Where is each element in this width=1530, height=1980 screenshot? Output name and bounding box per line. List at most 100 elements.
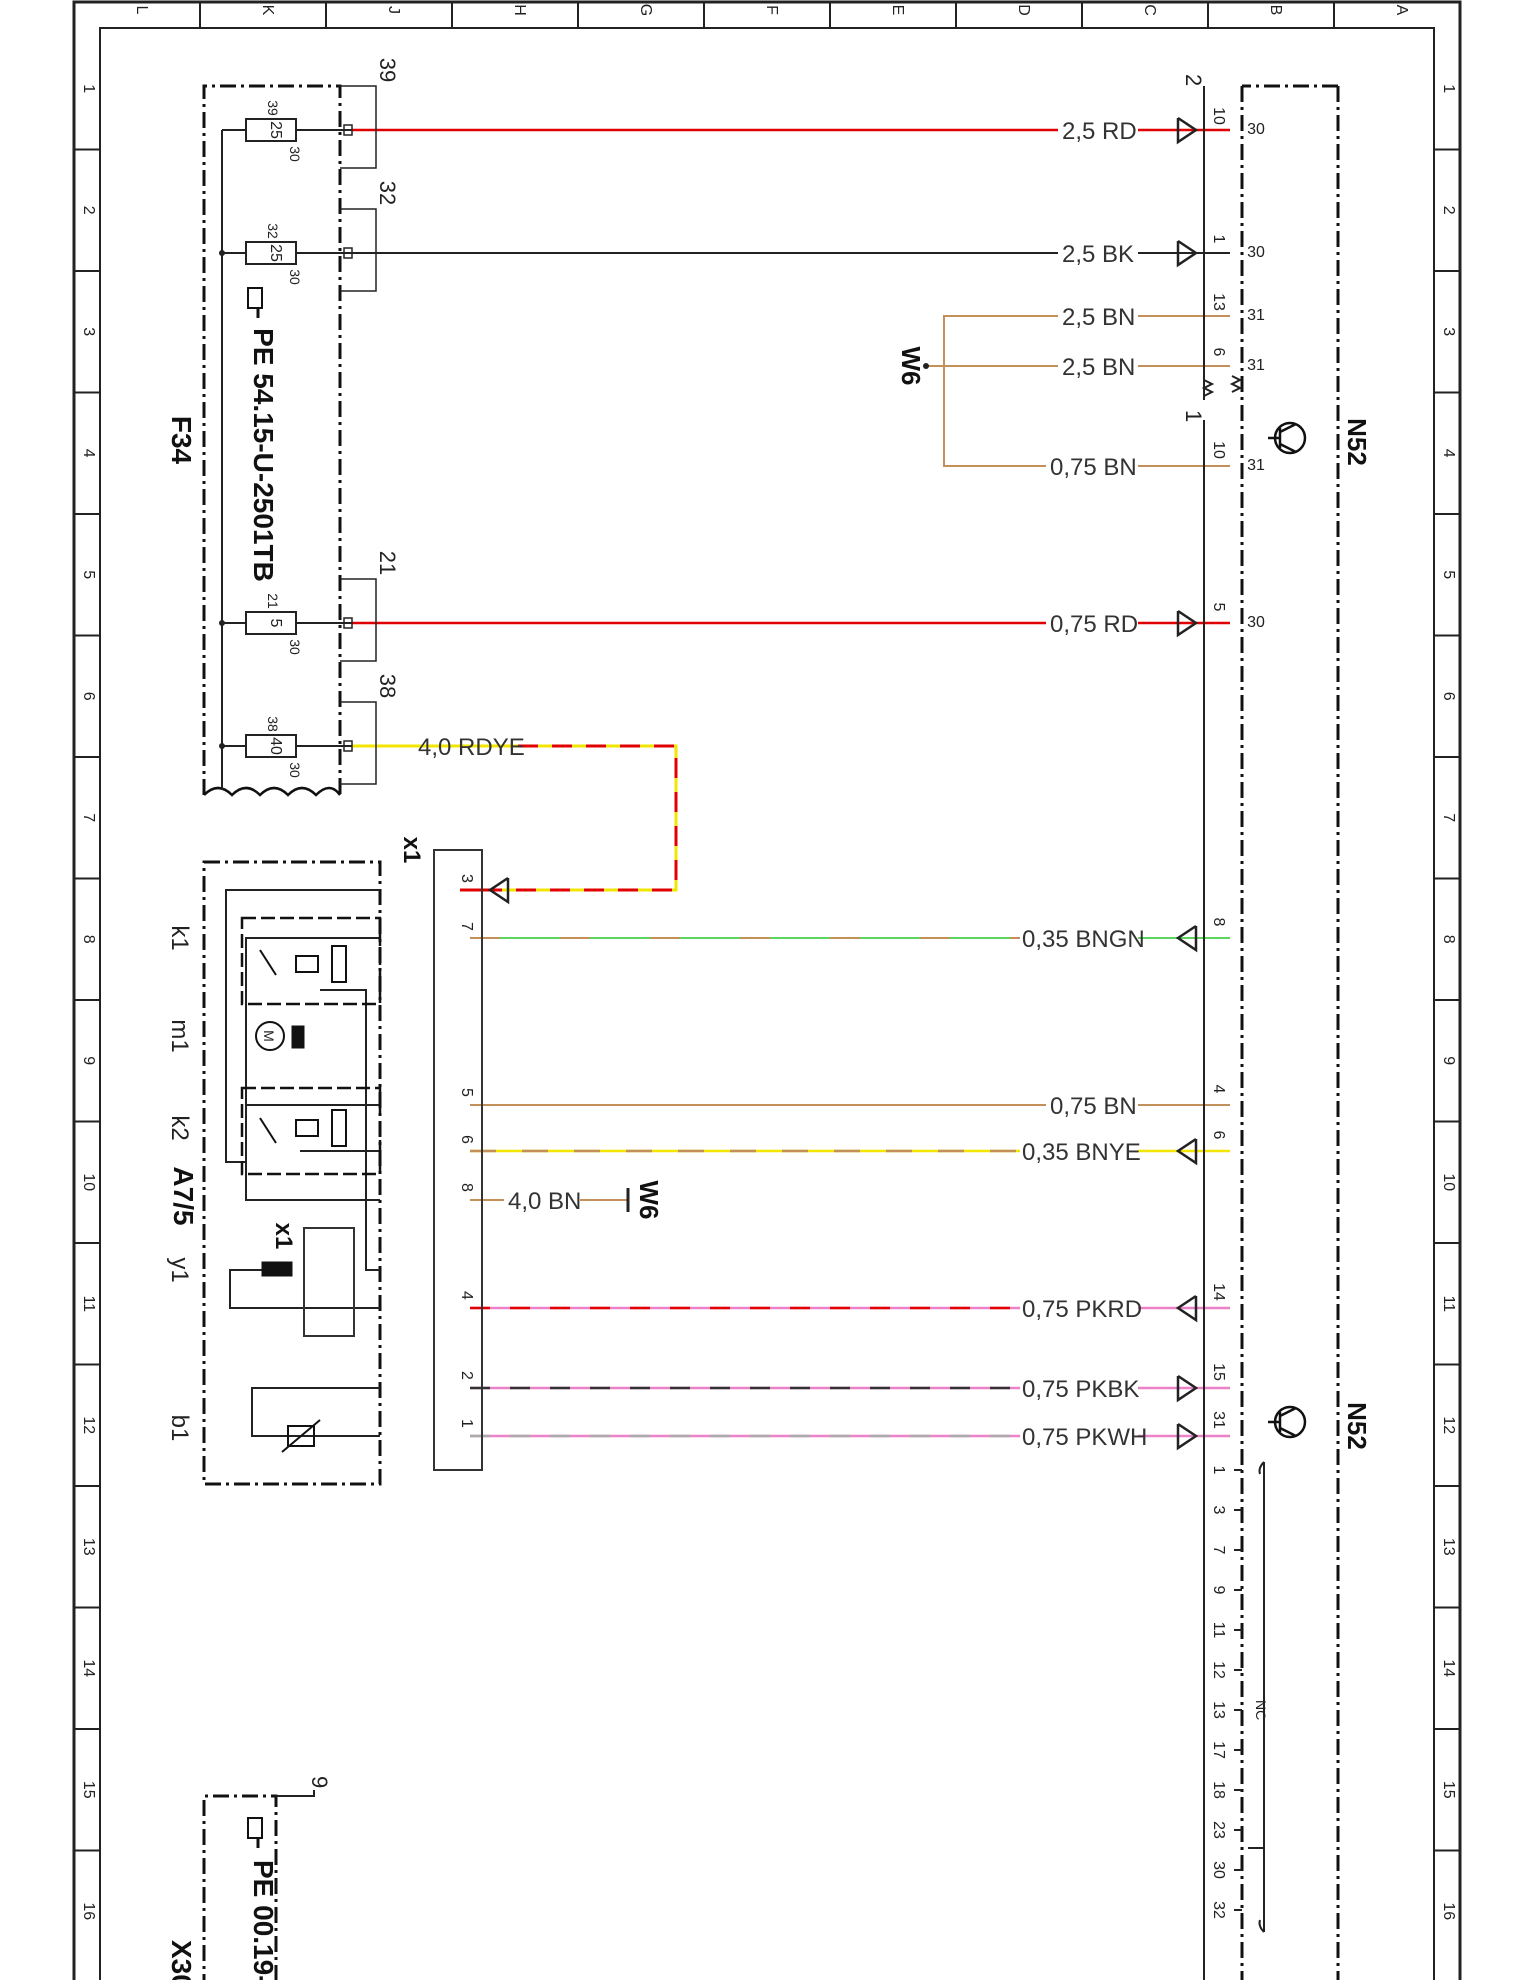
x30-ref: PE 00.19-: [248, 1860, 279, 1980]
fuse-pin-out: 30: [287, 639, 303, 655]
row-label-left-15: 15: [80, 1781, 97, 1799]
n52-label-1: N52: [1342, 418, 1372, 466]
fuse-rating: 25: [267, 244, 284, 262]
wire-label-0-35-bngn: 0,35 BNGN: [1022, 926, 1145, 953]
n52-pin: 10: [1210, 441, 1227, 459]
row-label-left-5: 5: [80, 570, 97, 579]
row-label-right-8: 8: [1440, 935, 1457, 944]
transistor-icon: [1268, 421, 1307, 455]
n52-terminal: 31: [1247, 357, 1265, 374]
n52-block-2: 2: [1181, 74, 1206, 86]
column-label-J: J: [385, 6, 402, 14]
module-a7-5: [202, 849, 483, 1486]
row-label-left-2: 2: [80, 206, 97, 215]
wire-label-0-75-pkrd: 0,75 PKRD: [1022, 1296, 1142, 1323]
fuse-pin-in: 39: [265, 100, 281, 116]
fuse-pin-out: 30: [287, 269, 303, 285]
n52-terminal: 30: [1247, 244, 1265, 261]
row-label-right-14: 14: [1440, 1659, 1457, 1677]
column-label-L: L: [133, 6, 150, 15]
row-label-right-5: 5: [1440, 570, 1457, 579]
fuse-rating: 40: [267, 737, 284, 755]
wire-label-0-75-bn-b: 0,75 BN: [1050, 1093, 1137, 1120]
w6-label-bottom: W6: [634, 1181, 664, 1220]
column-label-G: G: [637, 4, 654, 16]
n52-pin: 6: [1210, 1131, 1227, 1140]
f34-label: F34: [166, 416, 197, 465]
label-m1: m1: [166, 1019, 193, 1052]
x1-pin-labels: 3 7 5 6 8 4 2 1: [458, 874, 475, 1428]
wire-label-0-35-bnye: 0,35 BNYE: [1022, 1139, 1141, 1166]
wire-label-2-5-bk: 2,5 BK: [1062, 241, 1134, 268]
row-label-left-1: 1: [80, 84, 97, 93]
n52-nc-pin: 30: [1210, 1861, 1227, 1879]
wire-label-0-75-bn: 0,75 BN: [1050, 454, 1137, 481]
n52-nc-pin: 17: [1210, 1741, 1227, 1759]
n52-pin: 4: [1210, 1085, 1227, 1094]
row-label-left-10: 10: [80, 1173, 97, 1191]
row-label-right-7: 7: [1440, 813, 1457, 822]
row-label-left-8: 8: [80, 935, 97, 944]
fuse-ext-pin: 32: [375, 181, 400, 205]
n52-nc-pin: 1: [1210, 1466, 1227, 1475]
n52-nc-pin: 13: [1210, 1701, 1227, 1719]
wires: [352, 128, 1230, 1438]
n52-block-1: 1: [1181, 410, 1206, 422]
n52-nc-pin: 11: [1210, 1622, 1227, 1639]
row-label-left-9: 9: [80, 1056, 97, 1065]
control-unit-n52: [1201, 84, 1340, 1980]
n52-pin: 10: [1210, 107, 1227, 125]
n52-terminal: 30: [1247, 614, 1265, 631]
fuse-pin-in: 21: [265, 593, 281, 609]
fuse-ext-pin: 38: [375, 674, 400, 698]
n52-pin: 1: [1210, 235, 1227, 244]
ground-w6: [626, 363, 929, 1212]
label-b1: b1: [166, 1415, 193, 1442]
wire-label-4-0-rdye: 4,0 RDYE: [418, 734, 525, 761]
fuse-pin-out: 30: [287, 762, 303, 778]
row-label-right-15: 15: [1440, 1781, 1457, 1799]
row-label-left-3: 3: [80, 327, 97, 336]
row-label-left-13: 13: [80, 1538, 97, 1556]
n52-terminal: 31: [1247, 307, 1265, 324]
row-label-left-16: 16: [80, 1902, 97, 1920]
n52-nc-pin: 3: [1210, 1506, 1227, 1515]
row-label-left-12: 12: [80, 1416, 97, 1434]
label-k1: k1: [166, 925, 193, 950]
n52-nc-pin: 12: [1210, 1661, 1227, 1679]
row-label-right-13: 13: [1440, 1538, 1457, 1556]
column-label-A: A: [1393, 5, 1410, 16]
row-label-right-9: 9: [1440, 1056, 1457, 1065]
column-label-B: B: [1267, 5, 1284, 16]
wire-label-2-5-rd: 2,5 RD: [1062, 118, 1137, 145]
fuse-rating: 25: [267, 121, 284, 139]
fuse-pin-out: 30: [287, 146, 303, 162]
row-label-right-11: 11: [1440, 1295, 1457, 1312]
row-label-left-4: 4: [80, 449, 97, 458]
f34-ref: PE 54.15-U-2501TB: [248, 328, 279, 582]
fuse-ext-pin: 21: [375, 551, 400, 575]
wire-label-0-75-rd: 0,75 RD: [1050, 611, 1138, 638]
x1-pin-8: 8: [458, 1183, 475, 1192]
w6-label-top: W6: [896, 347, 926, 386]
n52-pin: 14: [1210, 1283, 1227, 1301]
n52-nc-pin: 9: [1210, 1586, 1227, 1595]
fuse-pin-in: 32: [265, 223, 281, 239]
wire-labels: 2,5 RD 2,5 BK 2,5 BN 2,5 BN 0,75 BN 0,75…: [418, 118, 1147, 1451]
n52-nc-pin: 18: [1210, 1781, 1227, 1799]
x30-ext-pin: 9: [307, 1776, 332, 1788]
n52-pin: 15: [1210, 1363, 1227, 1381]
x1-pin-4: 4: [458, 1291, 475, 1300]
row-label-left-11: 11: [80, 1295, 97, 1312]
n52-label-2: N52: [1342, 1402, 1372, 1450]
label-k2: k2: [166, 1115, 193, 1140]
row-label-left-14: 14: [80, 1659, 97, 1677]
x1-pin-6: 6: [458, 1135, 475, 1144]
connector-arrows: [487, 116, 1199, 1451]
wire-label-0-75-pkbk: 0,75 PKBK: [1022, 1376, 1139, 1403]
